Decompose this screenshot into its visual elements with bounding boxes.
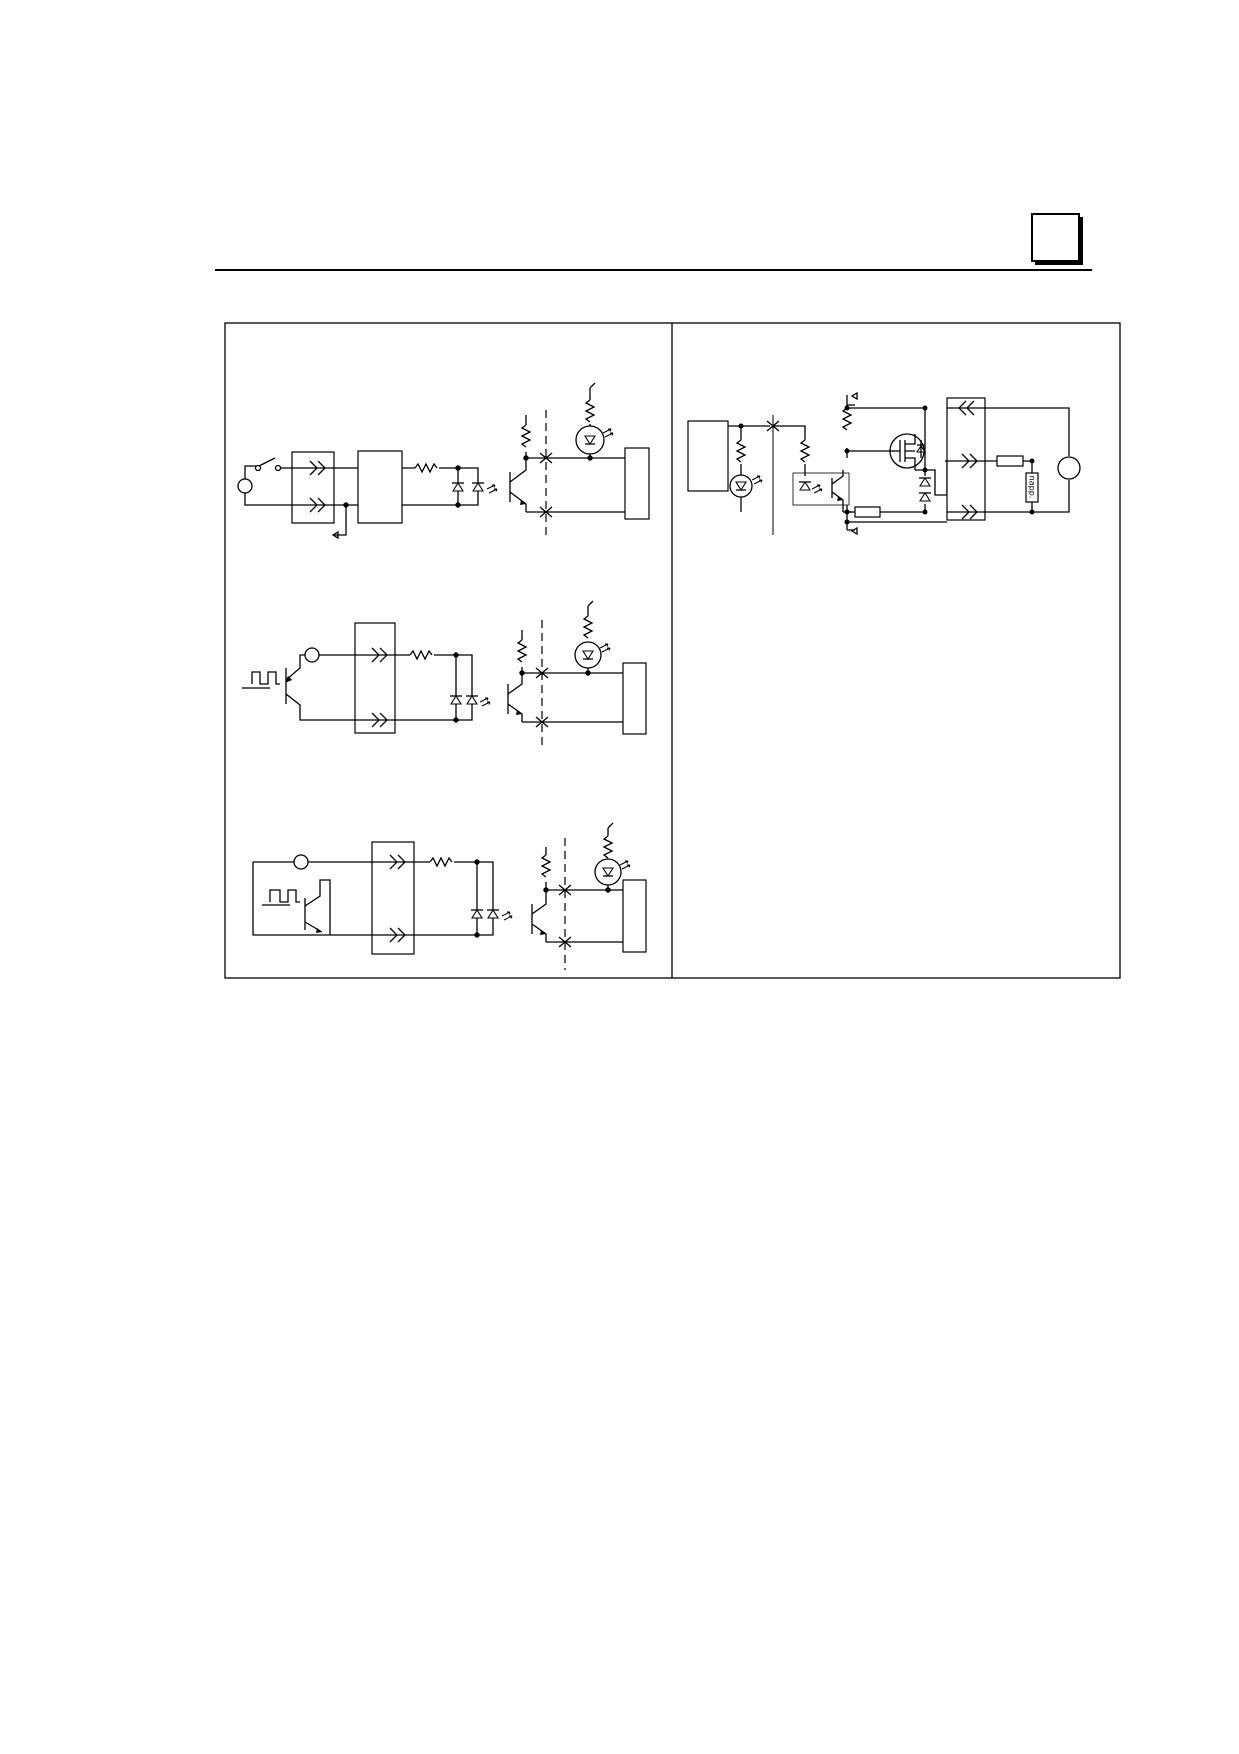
tab-marker: [1031, 213, 1080, 262]
series-resistor: [414, 463, 438, 473]
tvs-diode-icon: [918, 477, 932, 487]
sense-resistor: [854, 506, 881, 518]
input-circuit-pnp: [252, 822, 647, 970]
fuse-label: napp.: [1028, 476, 1037, 499]
load-block: [622, 879, 647, 953]
load-supply-circle: [1057, 456, 1081, 480]
page-header: [215, 213, 1092, 271]
pulse-signal-icon: [242, 671, 280, 689]
switch-contact-icon: [254, 464, 262, 472]
series-resistor: [429, 857, 453, 867]
load-block: [622, 662, 647, 735]
controller-block: [687, 420, 729, 492]
connector-block: [291, 451, 335, 524]
output-circuit: napp.: [687, 391, 1081, 536]
input-circuit-switch: [237, 382, 650, 540]
series-resistor: [409, 650, 433, 660]
connector-block: [354, 622, 396, 734]
supply-circle: [293, 854, 309, 870]
pulse-signal-icon: [262, 889, 300, 906]
source-circle: [237, 478, 253, 494]
optocoupler-led-icon: [471, 482, 485, 492]
output-connector-block: [946, 397, 986, 521]
fuse-icon: [996, 455, 1024, 467]
diagram-frame: [224, 322, 1121, 979]
supply-circle: [304, 647, 320, 663]
load-block: [624, 447, 650, 520]
filter-block: [357, 450, 403, 524]
optocoupler-block: [792, 472, 850, 506]
protection-diode-icon: [451, 482, 465, 492]
optocoupler-led-icon: [798, 481, 812, 491]
input-circuit-npn: [242, 600, 647, 750]
